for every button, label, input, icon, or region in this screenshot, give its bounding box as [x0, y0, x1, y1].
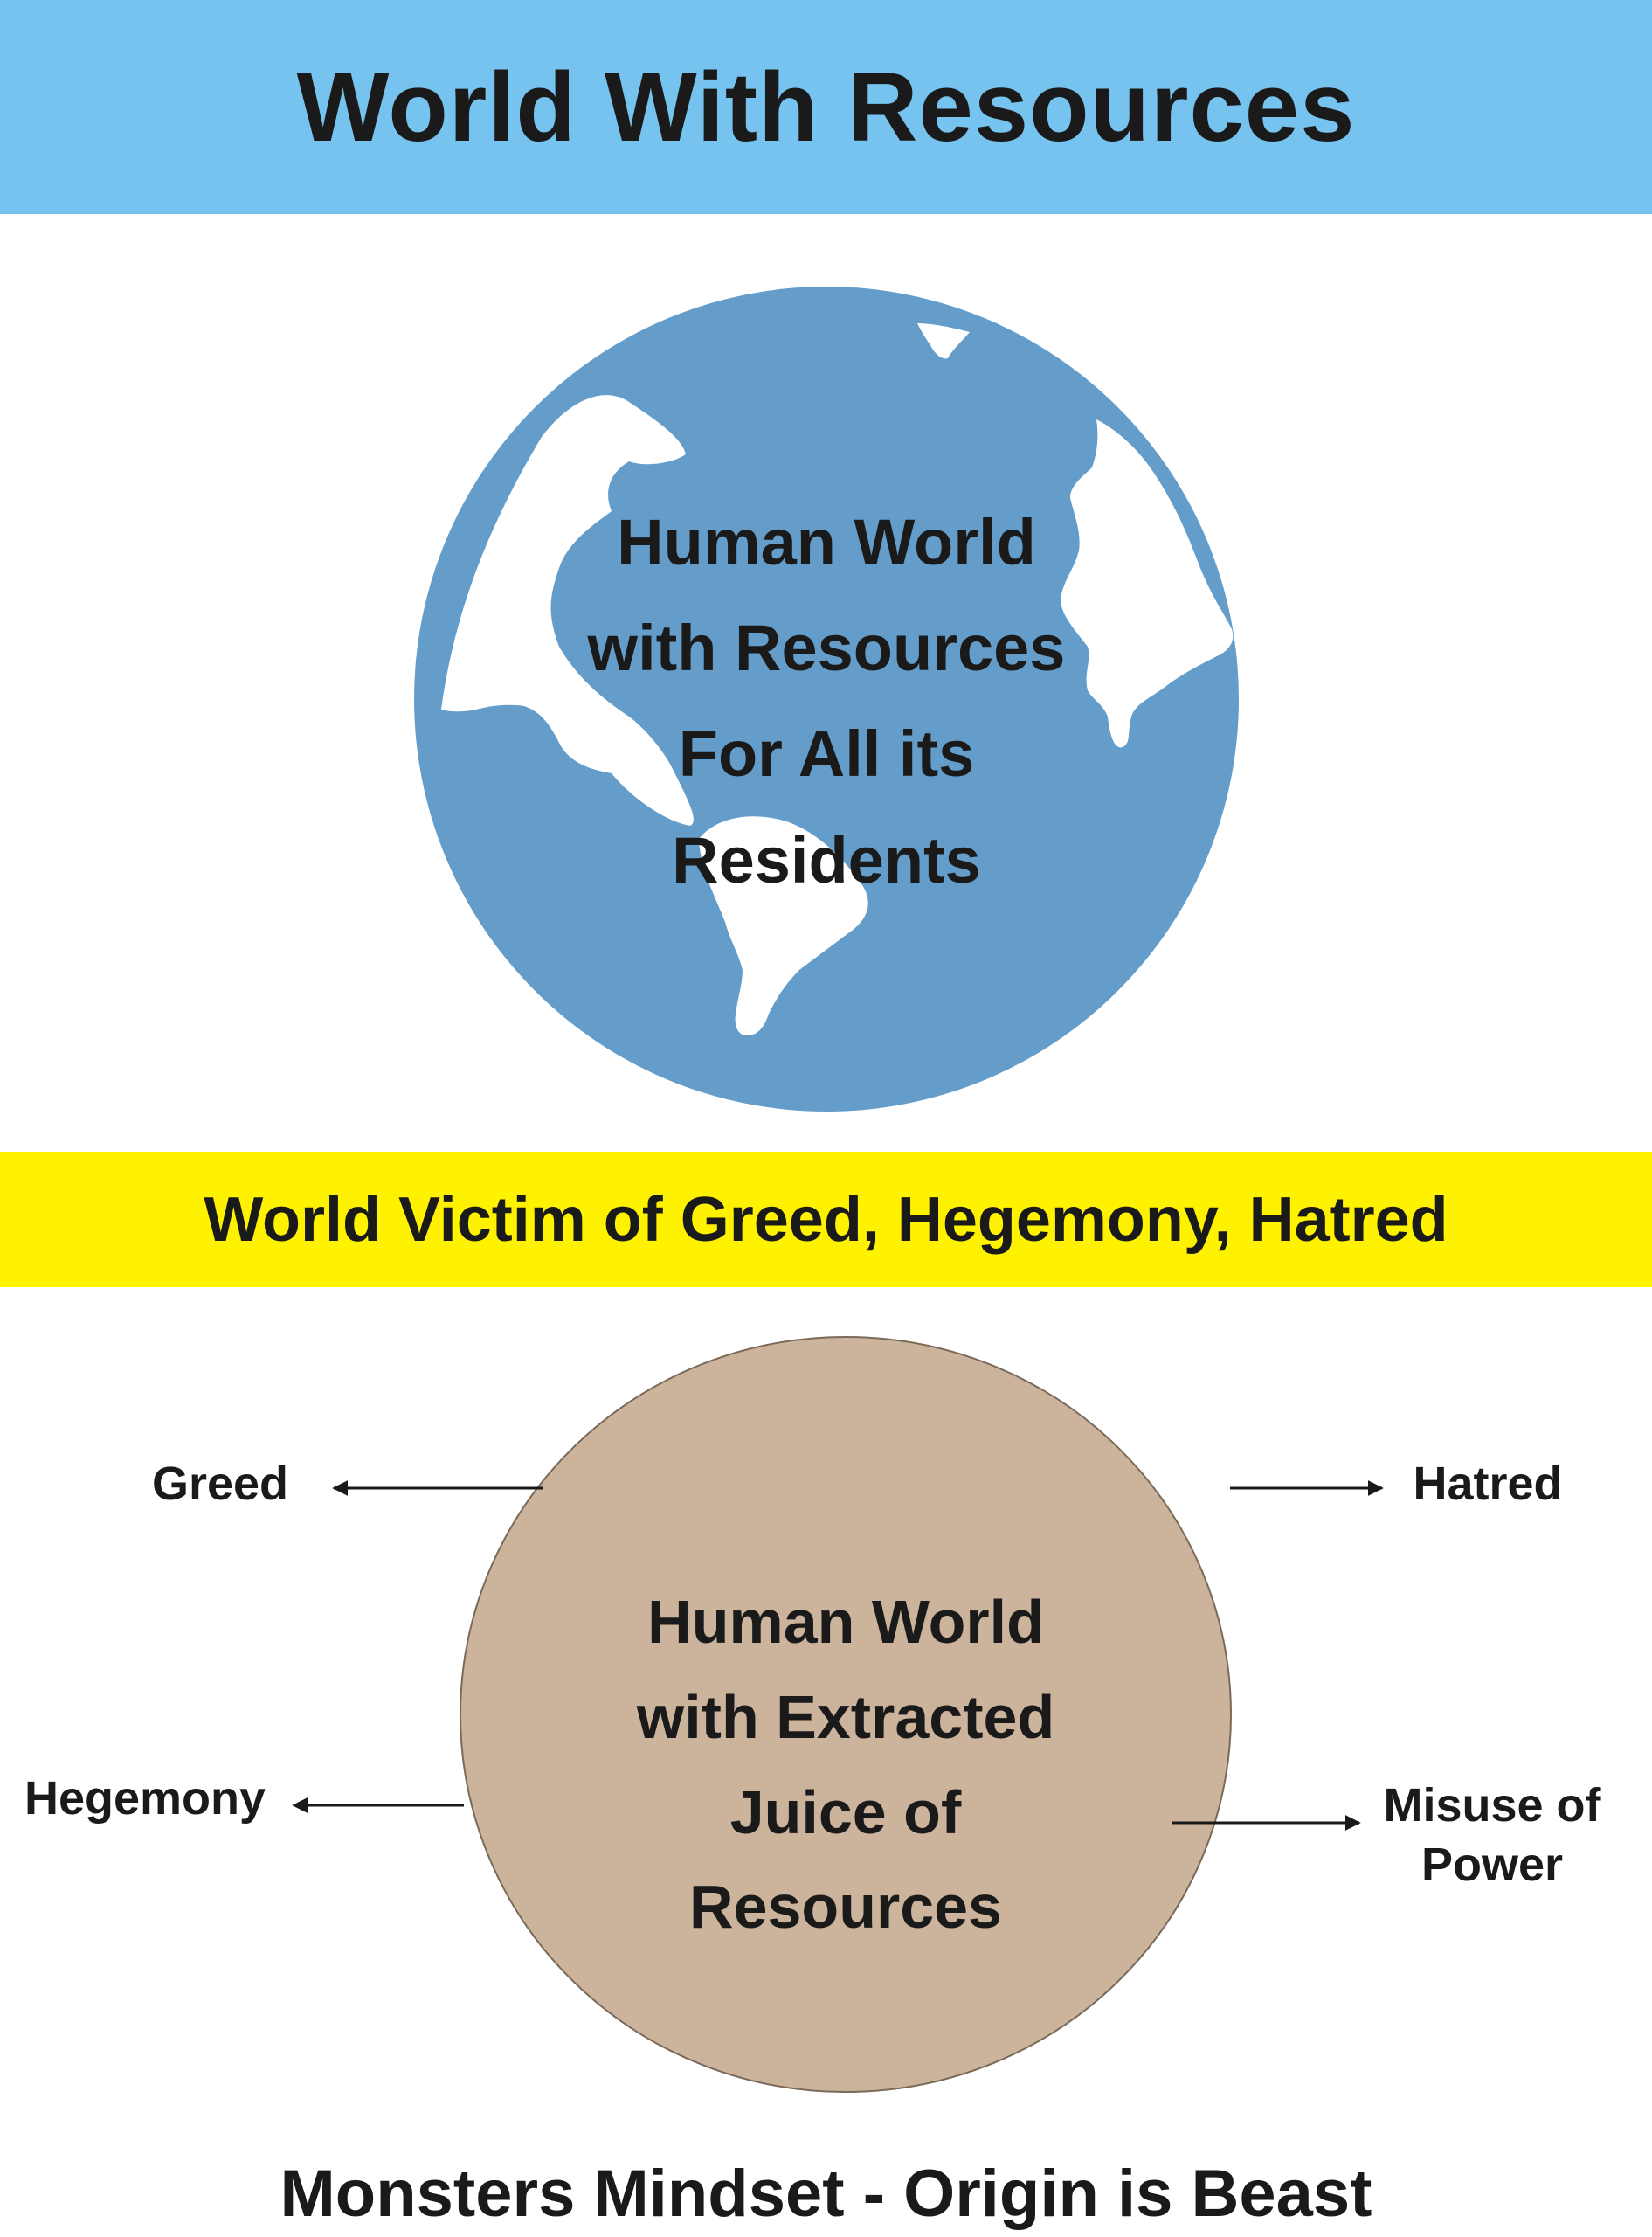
globe-ocean	[414, 287, 1239, 1112]
depleted-line-2: with Extracted	[636, 1683, 1054, 1751]
depleted-world: Human World with Extracted Juice of Reso…	[460, 1336, 1232, 2093]
footer-title: Monsters Mindset - Origin is Beast	[280, 2156, 1372, 2231]
top-banner-title: World With Resources	[296, 52, 1356, 162]
continent-south-america	[699, 816, 868, 1035]
label-greed: Greed	[152, 1458, 288, 1510]
depleted-world-circle	[460, 1336, 1232, 2093]
label-misuse-line-1: Misuse of	[1383, 1779, 1601, 1832]
globe-line-1: Human World	[617, 506, 1036, 578]
depleted-line-1: Human World	[647, 1588, 1044, 1656]
label-hegemony: Hegemony	[24, 1772, 266, 1825]
middle-banner: World Victim of Greed, Hegemony, Hatred	[0, 1152, 1652, 1287]
globe-line-3: For All its	[679, 717, 975, 790]
label-hatred: Hatred	[1413, 1458, 1562, 1510]
globe-line-4: Residents	[672, 824, 981, 897]
globe: Human World with Resources For All its R…	[414, 287, 1239, 1112]
continent-greenland	[917, 323, 970, 359]
depleted-line-4: Resources	[689, 1873, 1002, 1941]
depleted-line-3: Juice of	[730, 1778, 962, 1846]
continent-europe-africa	[1061, 419, 1234, 748]
top-banner: World With Resources	[0, 0, 1652, 214]
label-misuse-line-2: Power	[1421, 1839, 1563, 1891]
continent-north-america	[441, 395, 694, 826]
middle-banner-title: World Victim of Greed, Hegemony, Hatred	[204, 1184, 1448, 1255]
footer-title-container: Monsters Mindset - Origin is Beast	[0, 2150, 1652, 2237]
globe-line-2: with Resources	[587, 612, 1066, 684]
